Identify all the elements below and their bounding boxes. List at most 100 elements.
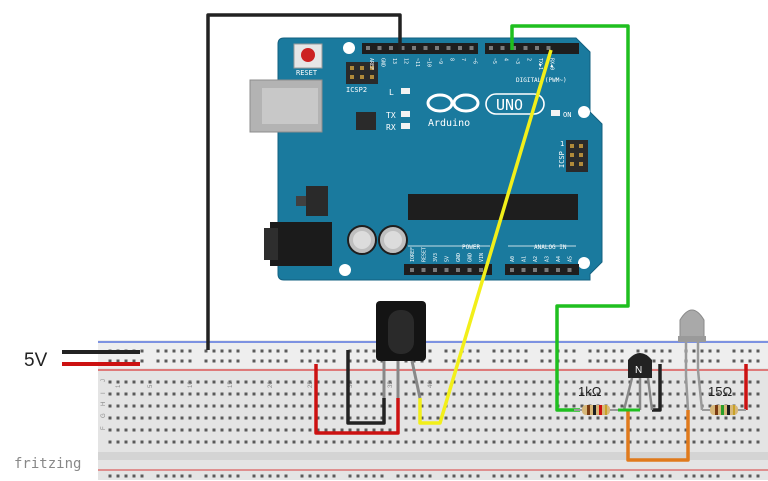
ir-led (678, 309, 706, 411)
analog-pin-hole[interactable] (533, 268, 537, 272)
digital-pin-hole[interactable] (377, 46, 382, 50)
breadboard-hole (540, 404, 544, 408)
resistor-1k: 1kΩ (574, 384, 618, 415)
breadboard-hole (220, 440, 224, 444)
analog-pin-hole[interactable] (510, 268, 514, 272)
breadboard-hole (540, 474, 544, 478)
breadboard-hole (340, 392, 344, 396)
breadboard-hole (692, 416, 696, 420)
breadboard-hole (164, 440, 168, 444)
breadboard-hole (268, 404, 272, 408)
breadboard-hole (668, 428, 672, 432)
breadboard-hole (588, 380, 592, 384)
breadboard-hole (212, 349, 216, 353)
breadboard-hole (140, 474, 144, 478)
fritzing-watermark: fritzing (14, 456, 81, 472)
digital-pin-hole[interactable] (489, 46, 493, 50)
uno-badge (485, 93, 545, 115)
breadboard-hole (180, 440, 184, 444)
breadboard-hole (348, 416, 352, 420)
breadboard-hole (188, 474, 192, 478)
breadboard-hole (564, 404, 568, 408)
breadboard-hole (732, 349, 736, 353)
breadboard-hole (444, 392, 448, 396)
breadboard-hole (620, 392, 624, 396)
breadboard-hole (444, 416, 448, 420)
breadboard-hole (180, 349, 184, 353)
breadboard-hole (708, 349, 712, 353)
breadboard-hole (228, 380, 232, 384)
breadboard-hole (268, 474, 272, 478)
breadboard-hole (420, 404, 424, 408)
digital-pin-hole[interactable] (435, 46, 439, 50)
digital-pin-hole[interactable] (523, 46, 528, 50)
power-pin-hole[interactable] (444, 268, 449, 272)
breadboard-hole (364, 416, 368, 420)
digital-pin-hole[interactable] (535, 46, 539, 50)
breadboard-hole (444, 474, 448, 478)
breadboard-hole (548, 349, 552, 353)
digital-pin-hole[interactable] (546, 46, 551, 50)
digital-pin-hole[interactable] (366, 46, 370, 50)
digital-pin-hole[interactable] (423, 46, 428, 50)
breadboard-hole (468, 392, 472, 396)
analog-pin-hole[interactable] (544, 268, 549, 272)
breadboard-hole (652, 380, 656, 384)
reset-button-cap[interactable] (301, 48, 315, 62)
analog-pin-hole[interactable] (567, 268, 572, 272)
digital-pin-hole[interactable] (389, 46, 393, 50)
arduino-logo: Arduino UNO (426, 93, 545, 129)
icsp-pin (570, 144, 574, 148)
breadboard-hole (380, 474, 384, 478)
breadboard-hole (316, 380, 320, 384)
power-pin-hole[interactable] (421, 268, 426, 272)
breadboard-hole (572, 416, 576, 420)
analog-pin-label: A1 (522, 256, 528, 262)
breadboard-hole (596, 416, 600, 420)
digital-pin-hole[interactable] (446, 46, 451, 50)
breadboard-hole (676, 428, 680, 432)
breadboard-hole (316, 416, 320, 420)
breadboard-hole (156, 428, 160, 432)
breadboard-hole (484, 440, 488, 444)
breadboard-hole (452, 392, 456, 396)
breadboard-hole (364, 349, 368, 353)
breadboard-hole (492, 359, 496, 363)
breadboard-hole (716, 359, 720, 363)
breadboard-hole (756, 392, 760, 396)
breadboard-hole (124, 392, 128, 396)
breadboard-hole (276, 404, 280, 408)
breadboard-hole (692, 380, 696, 384)
digital-pin-label: RX◀0 (549, 58, 555, 70)
breadboard-hole (284, 474, 288, 478)
digital-pin-hole[interactable] (500, 46, 505, 50)
digital-pin-hole[interactable] (458, 46, 462, 50)
breadboard-hole (668, 349, 672, 353)
breadboard-hole (220, 474, 224, 478)
breadboard-hole (604, 474, 608, 478)
breadboard-hole (204, 359, 208, 363)
power-pin-hole[interactable] (456, 268, 460, 272)
breadboard-hole (668, 380, 672, 384)
breadboard-row-letter: I (101, 392, 107, 394)
breadboard-hole (364, 428, 368, 432)
breadboard-hole (388, 428, 392, 432)
digital-pin-hole[interactable] (412, 46, 416, 50)
capacitor-1-top (353, 231, 371, 249)
digital-pin-label: ~11 (414, 58, 420, 67)
digital-pin-hole[interactable] (400, 46, 405, 50)
analog-pin-hole[interactable] (521, 268, 526, 272)
breadboard-hole (300, 349, 304, 353)
power-pin-hole[interactable] (479, 268, 483, 272)
power-pin-hole[interactable] (410, 268, 414, 272)
breadboard-hole (148, 440, 152, 444)
digital-pin-hole[interactable] (512, 46, 516, 50)
power-pin-hole[interactable] (433, 268, 437, 272)
power-pin-hole[interactable] (467, 268, 472, 272)
breadboard-hole (348, 404, 352, 408)
digital-pin-hole[interactable] (469, 46, 474, 50)
breadboard-hole (180, 380, 184, 384)
breadboard-hole (500, 440, 504, 444)
analog-pin-hole[interactable] (556, 268, 560, 272)
